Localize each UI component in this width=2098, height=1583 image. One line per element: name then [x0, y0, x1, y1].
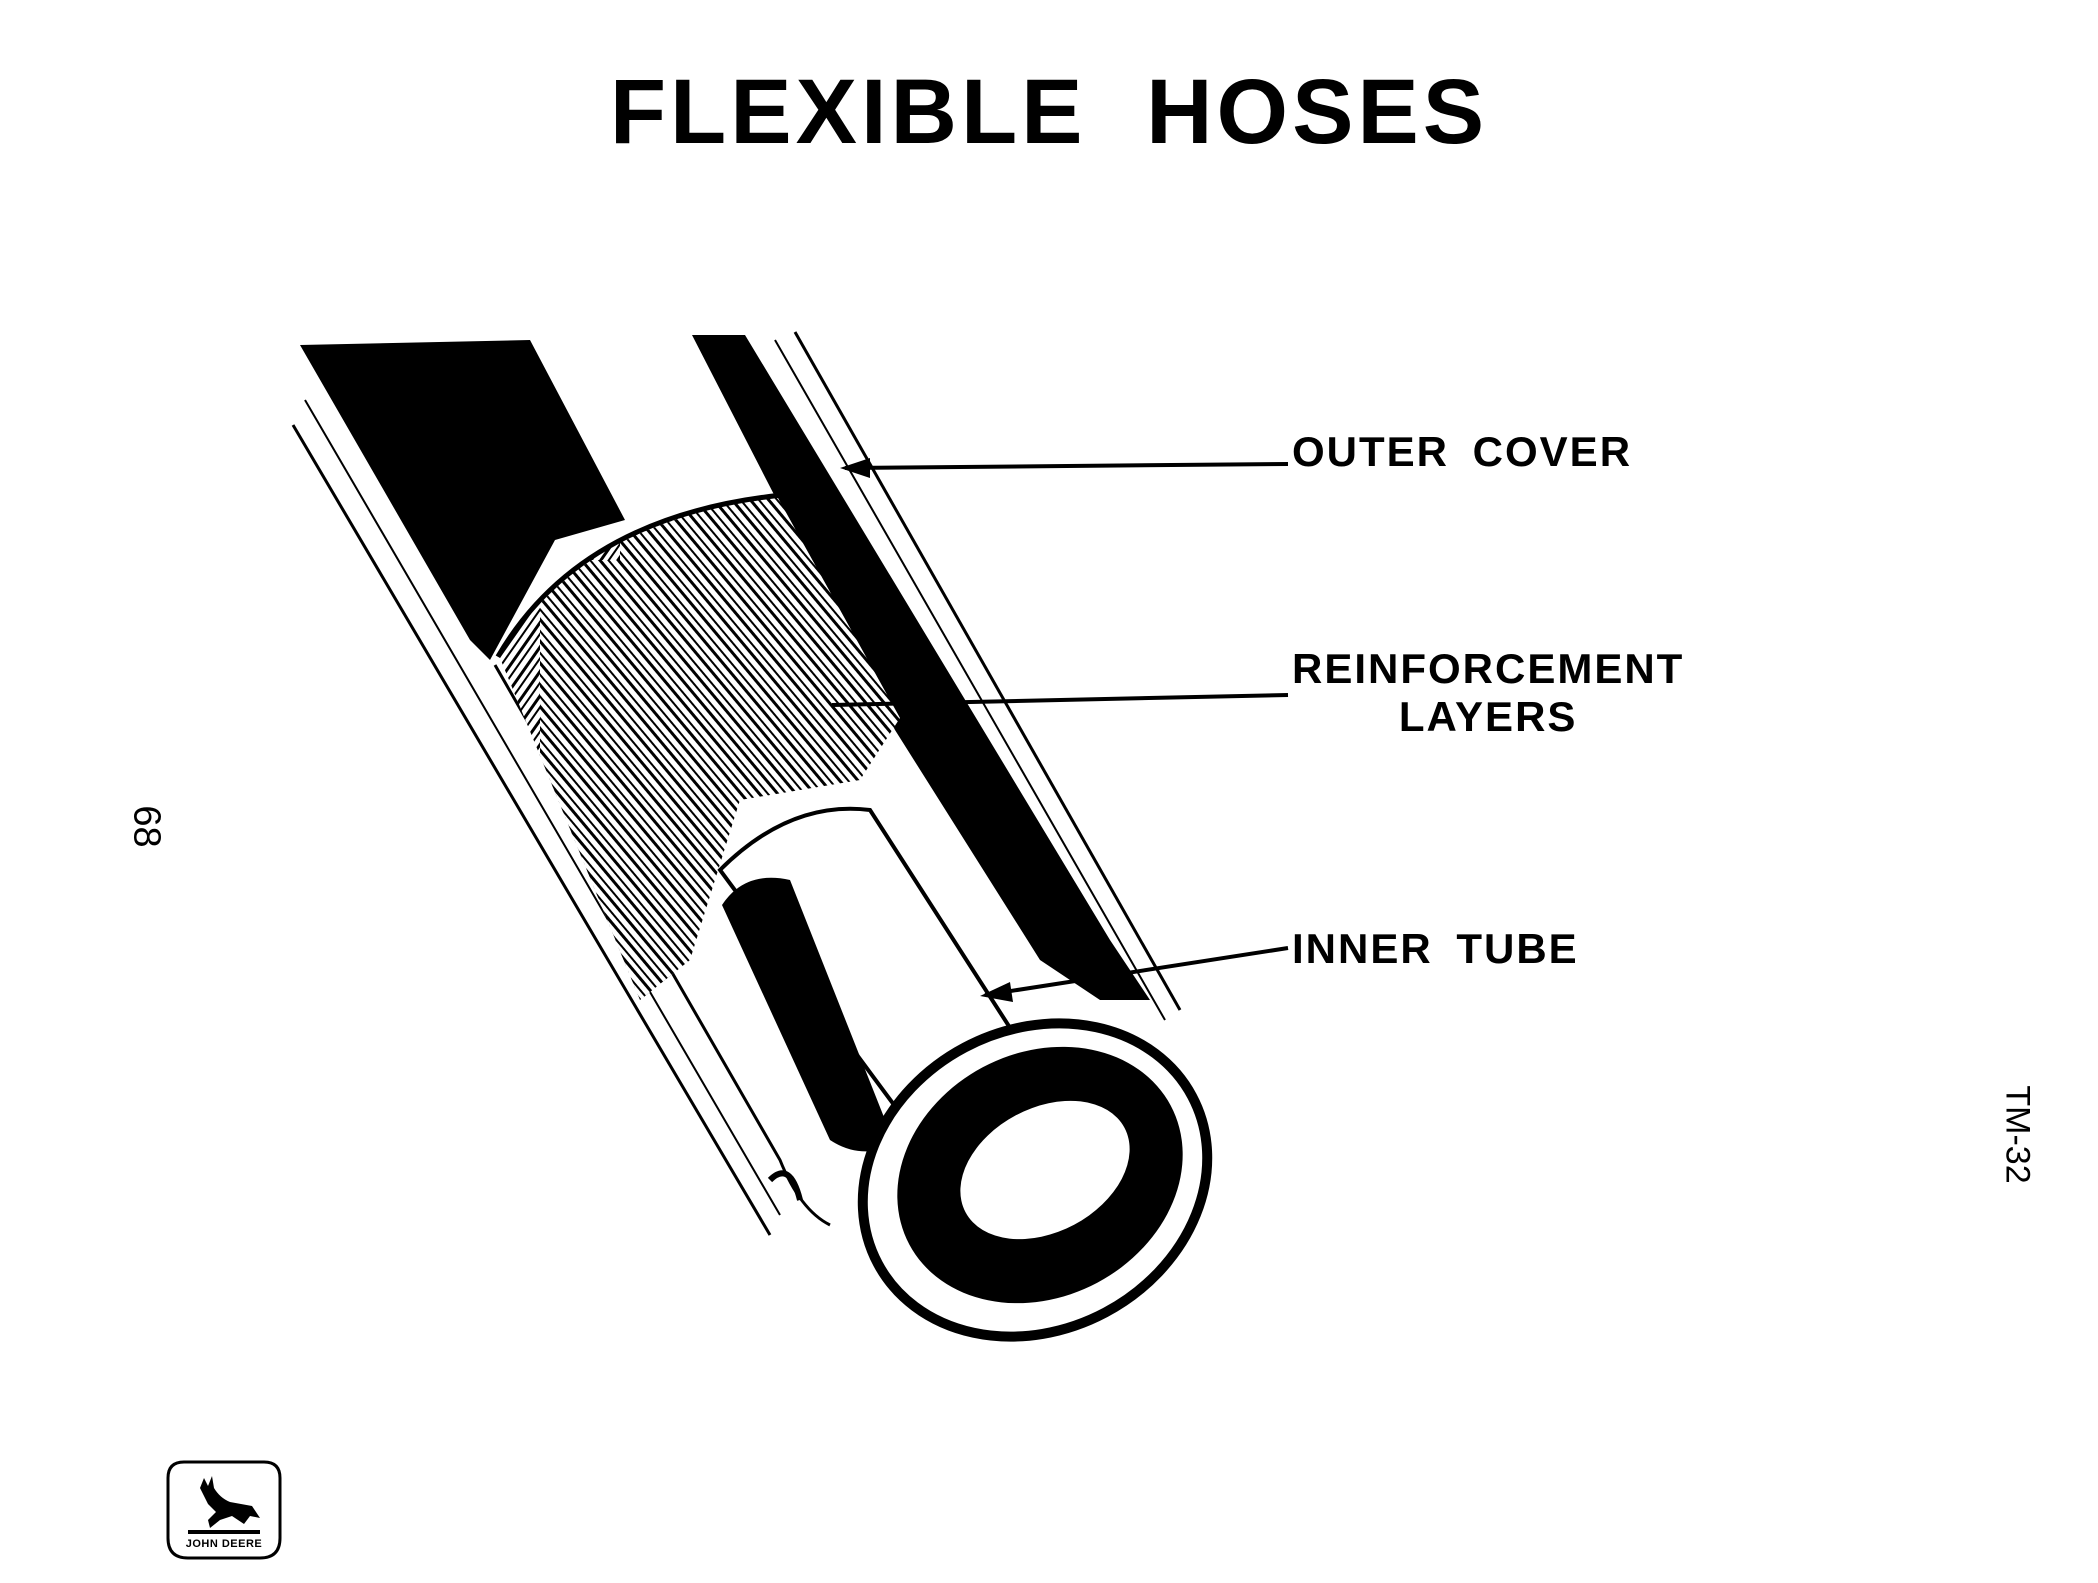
- outer-cover-end-seam: [770, 1173, 800, 1200]
- label-reinforcement-line2: LAYERS: [1292, 693, 1684, 741]
- page-number: 68: [125, 805, 168, 847]
- label-inner-tube: INNER TUBE: [1292, 925, 1579, 973]
- document-code: TM-32: [1998, 1085, 2037, 1183]
- label-outer-cover: OUTER COVER: [1292, 428, 1632, 476]
- logo-brand-text: JOHN DEERE: [168, 1538, 280, 1550]
- outer-cover-leader-line: [845, 464, 1288, 468]
- label-reinforcement-line1: REINFORCEMENT: [1292, 645, 1684, 693]
- label-reinforcement-layers: REINFORCEMENT LAYERS: [1292, 645, 1684, 741]
